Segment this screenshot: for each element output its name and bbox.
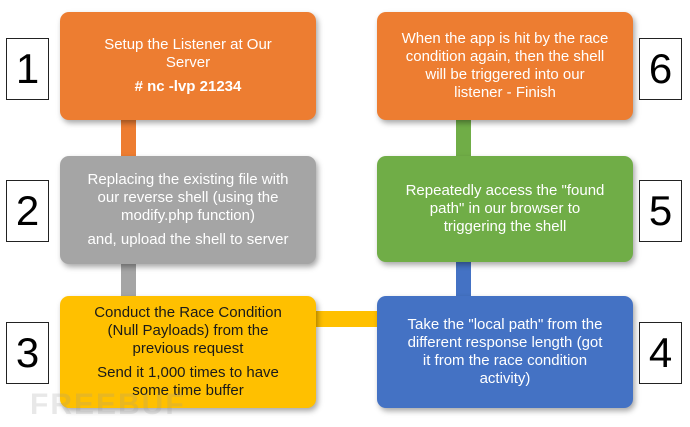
connector-3-4 (313, 311, 383, 327)
step-5-line-3: triggering the shell (443, 218, 567, 235)
connector-1-2 (121, 120, 136, 160)
step-4-line-2: different response length (got (407, 334, 603, 351)
step-3-line-5: some time buffer (132, 382, 244, 399)
step-6-line-3: will be triggered into our (425, 66, 585, 83)
step-3-line-2: (Null Payloads) from the (107, 322, 269, 339)
step-2-line-4: and, upload the shell to server (87, 231, 289, 248)
step-3-line-3: previous request (132, 340, 244, 357)
step-number-1: 1 (6, 38, 49, 100)
connector-4-5 (456, 260, 471, 300)
step-4-line-3: it from the race condition (422, 352, 588, 369)
step-box-2: Replacing the existing file with our rev… (60, 156, 316, 264)
step-5-line-1: Repeatedly access the "found (405, 182, 605, 199)
watermark: FREEBUF (30, 388, 186, 421)
connector-5-6 (456, 120, 471, 158)
step-box-4: Take the "local path" from the different… (377, 296, 633, 408)
step-box-6: When the app is hit by the race conditio… (377, 12, 633, 120)
step-5-line-2: path" in our browser to (429, 200, 581, 217)
step-number-6: 6 (639, 38, 682, 100)
step-number-5: 5 (639, 180, 682, 242)
step-box-5: Repeatedly access the "found path" in ou… (377, 156, 633, 262)
step-2-line-2: our reverse shell (using the (97, 189, 279, 206)
step-number-4: 4 (639, 322, 682, 384)
step-1-line-2: Server (165, 54, 211, 71)
step-3-line-4: Send it 1,000 times to have (97, 364, 279, 381)
step-1-command: # nc -lvp 21234 (134, 78, 242, 95)
step-2-line-1: Replacing the existing file with (87, 171, 289, 188)
step-2-line-3: modify.php function) (121, 207, 255, 224)
step-6-line-4: listener - Finish (454, 84, 556, 101)
step-box-3: Conduct the Race Condition (Null Payload… (60, 296, 316, 408)
step-1-line-1: Setup the Listener at Our (104, 36, 272, 53)
step-number-3: 3 (6, 322, 49, 384)
step-6-line-1: When the app is hit by the race (401, 30, 609, 47)
step-number-2: 2 (6, 180, 49, 242)
step-box-1: Setup the Listener at Our Server # nc -l… (60, 12, 316, 120)
step-3-line-1: Conduct the Race Condition (94, 304, 282, 321)
connector-2-3 (121, 262, 136, 300)
step-4-line-4: activity) (479, 370, 531, 387)
step-6-line-2: condition again, then the shell (405, 48, 605, 65)
step-4-line-1: Take the "local path" from the (407, 316, 603, 333)
